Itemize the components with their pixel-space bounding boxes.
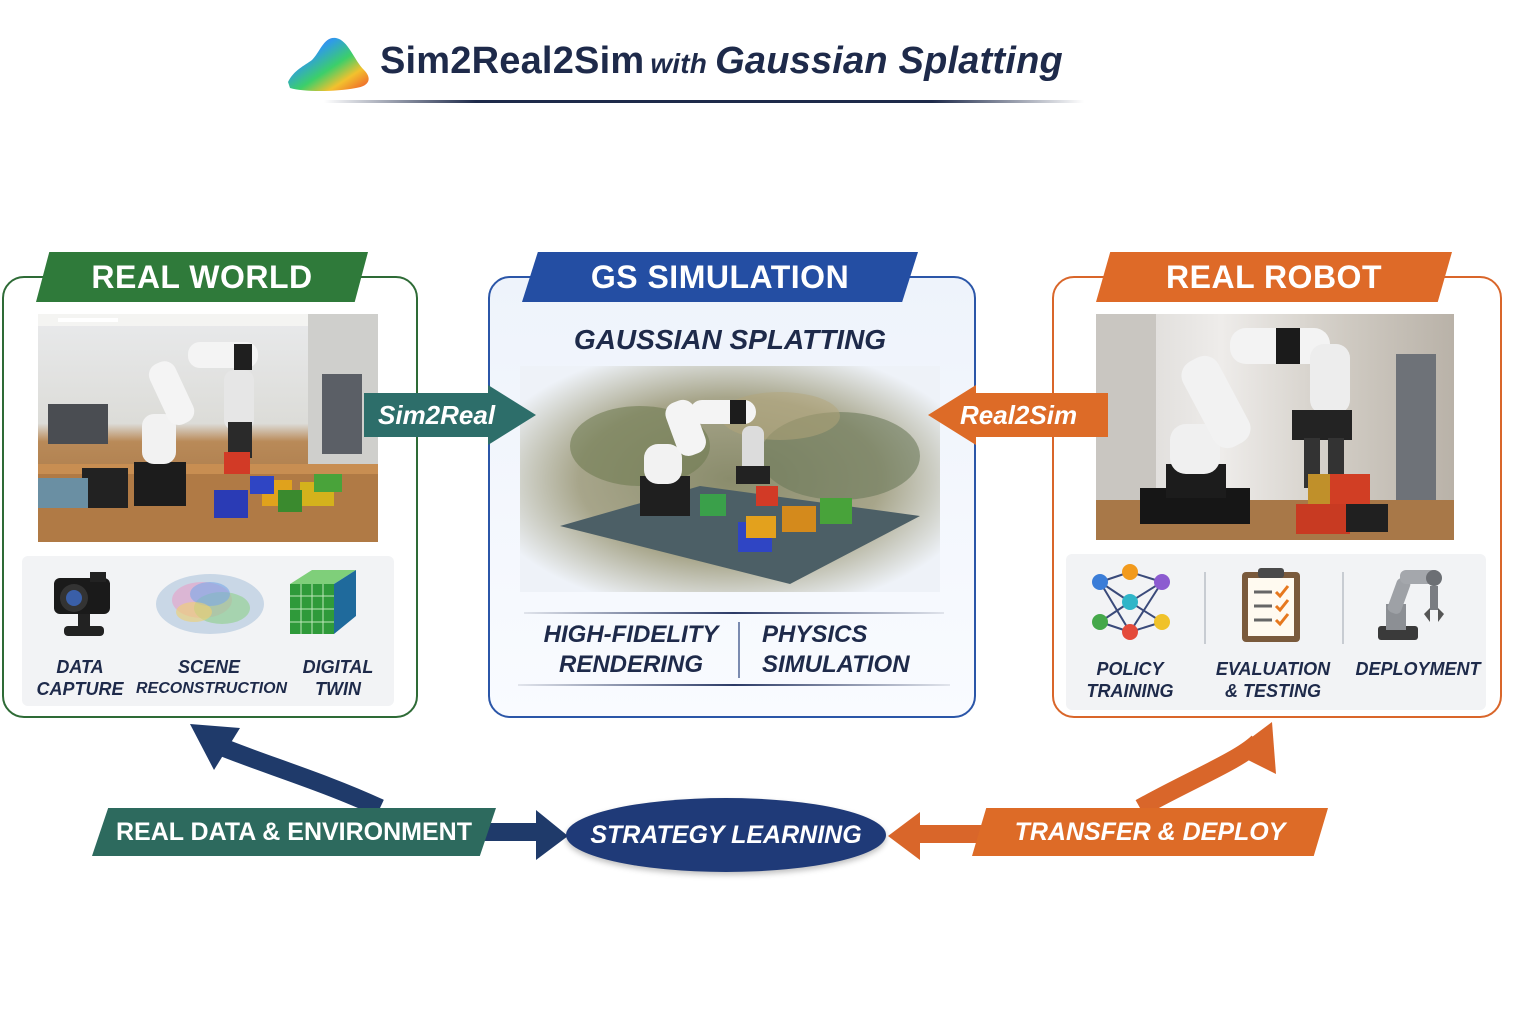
label-line: RECONSTRUCTION xyxy=(136,680,288,697)
gs-feature-divider xyxy=(738,622,740,678)
gs-divider-top xyxy=(524,612,944,614)
real-world-banner: REAL WORLD xyxy=(36,252,368,302)
label-line: HIGH-FIDELITY xyxy=(543,621,719,648)
title-part2: with xyxy=(650,48,708,79)
sim2real-label: Sim2Real xyxy=(378,400,496,430)
physics-simulation-label: PHYSICS SIMULATION xyxy=(762,620,942,680)
neural-network-icon xyxy=(1092,564,1170,640)
title-part3: Gaussian Splatting xyxy=(715,40,1063,82)
curved-arrow-to-real-world xyxy=(206,733,384,817)
label-line: POLICY xyxy=(1096,659,1164,679)
data-capture-label: DATA CAPTURE xyxy=(30,656,130,700)
strip-divider xyxy=(1342,572,1344,644)
label-line: DEPLOYMENT xyxy=(1355,659,1481,679)
policy-training-label: POLICY TRAINING xyxy=(1080,658,1180,702)
grid-cube-icon xyxy=(290,570,356,634)
deployment-label: DEPLOYMENT xyxy=(1350,658,1486,680)
arrowhead-real-robot xyxy=(1232,722,1276,774)
transfer-deploy-label: TRANSFER & DEPLOY xyxy=(972,808,1328,856)
arrowhead-real-world xyxy=(190,724,240,770)
label-line: DATA xyxy=(56,657,104,677)
strip-divider xyxy=(1204,572,1206,644)
title-underline xyxy=(324,100,1084,103)
real2sim-label: Real2Sim xyxy=(960,400,1078,430)
label-line: SIMULATION xyxy=(762,651,910,678)
gaussian-blob-logo-icon xyxy=(288,37,369,91)
high-fidelity-rendering-label: HIGH-FIDELITY RENDERING xyxy=(526,620,736,680)
arrowhead-strategy-left xyxy=(536,810,568,860)
label-line: PHYSICS xyxy=(762,621,868,648)
label-line: CAPTURE xyxy=(36,679,124,699)
scene-reconstruction-label: SCENE RECONSTRUCTION xyxy=(136,656,288,700)
sim2real-arrow: Sim2Real xyxy=(364,385,536,445)
point-cloud-icon xyxy=(156,574,264,634)
label-line: EVALUATION xyxy=(1215,659,1331,679)
title-part1: Sim2Real2Sim xyxy=(380,40,645,82)
label-line: TWIN xyxy=(315,679,361,699)
real-robot-banner: REAL ROBOT xyxy=(1096,252,1452,302)
digital-twin-label: DIGITAL TWIN xyxy=(288,656,388,700)
gs-divider-bottom xyxy=(518,684,950,686)
real2sim-arrow: Real2Sim xyxy=(928,385,1108,445)
gs-simulation-banner: GS SIMULATION xyxy=(522,252,918,302)
camera-icon xyxy=(54,572,110,636)
arrowhead-strategy-right xyxy=(888,812,920,860)
strategy-learning-ellipse: STRATEGY LEARNING xyxy=(566,798,886,872)
real-world-photo xyxy=(38,314,378,542)
evaluation-testing-label: EVALUATION & TESTING xyxy=(1208,658,1338,702)
label-line: RENDERING xyxy=(558,651,703,678)
label-line: DIGITAL xyxy=(302,657,374,677)
gs-simulation-render xyxy=(520,366,940,592)
real-data-environment-label: REAL DATA & ENVIRONMENT xyxy=(92,808,496,856)
label-line: TRAINING xyxy=(1086,681,1174,701)
label-line: SCENE xyxy=(177,657,240,677)
real-robot-photo xyxy=(1096,314,1454,540)
clipboard-checklist-icon xyxy=(1242,568,1300,642)
robot-arm-icon xyxy=(1378,570,1444,640)
label-line: & TESTING xyxy=(1224,681,1321,701)
gaussian-splatting-subtitle: GAUSSIAN SPLATTING xyxy=(573,324,887,355)
